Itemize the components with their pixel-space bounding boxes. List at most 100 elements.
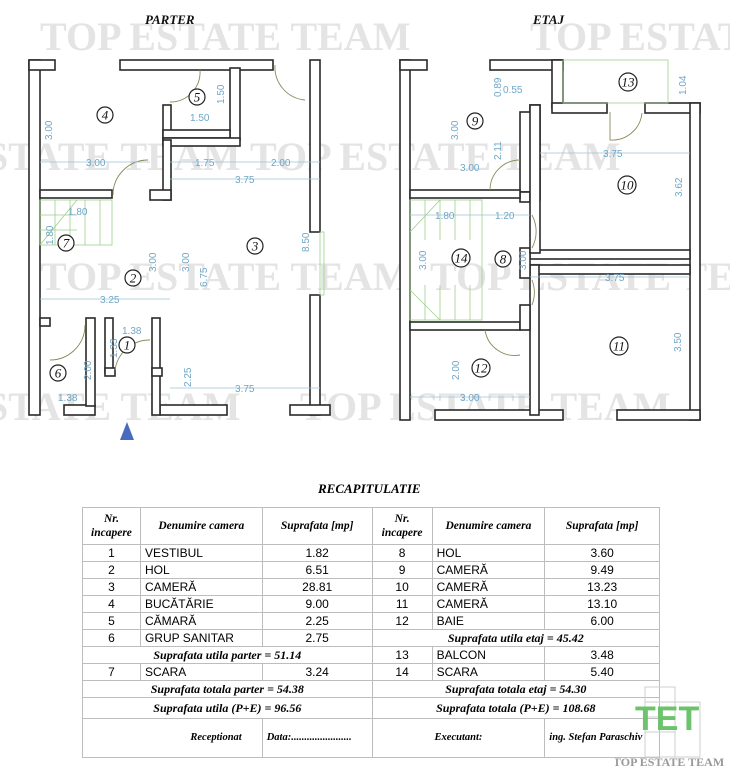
etaj-walls <box>399 59 701 421</box>
date-field: Data:....................... <box>262 718 373 758</box>
room-marker: 2 <box>124 269 142 287</box>
room-marker: 4 <box>96 106 114 124</box>
room-name: VESTIBUL <box>139 544 263 562</box>
room-number: 6 <box>82 629 141 647</box>
svg-text:6: 6 <box>55 366 62 381</box>
receptionat-label: Receptionat <box>82 718 263 758</box>
dimension-label: 2.00 <box>271 158 291 169</box>
etaj-title: ETAJ <box>532 12 565 27</box>
room-area: 3.48 <box>544 646 660 664</box>
dimension-label: 1.20 <box>495 211 515 222</box>
svg-text:TOP ESTATE TEAM: TOP ESTATE TEAM <box>615 755 724 768</box>
watermark: TOP ESTATE TEAM <box>40 254 411 299</box>
parter-walls <box>28 59 331 416</box>
recap-table: Nr. incapere Denumire camera Suprafata [… <box>82 507 661 758</box>
dimension-label: 6.75 <box>199 267 210 287</box>
room-name: CAMERĂ <box>431 561 546 579</box>
signature-row: Receptionat Data:.......................… <box>82 718 660 758</box>
dimension-label: 3.00 <box>460 393 480 404</box>
dimension-label: 1.33 <box>109 338 120 358</box>
dimension-label: 2.00 <box>451 360 462 380</box>
dimension-label: 3.75 <box>603 149 623 160</box>
etaj-room-markers: 8 9 10 11 12 13 14 <box>451 72 638 378</box>
room-number: 8 <box>371 544 433 562</box>
watermark: TOP ESTATE TEAM <box>430 254 730 299</box>
svg-text:1: 1 <box>124 338 131 353</box>
header-nr: Nr. incapere <box>82 507 141 545</box>
room-number: 4 <box>82 595 141 613</box>
room-number: 1 <box>82 544 141 562</box>
watermark: TOP ESTATE TEAM <box>530 14 730 59</box>
parter-stairs <box>39 199 113 246</box>
svg-text:8: 8 <box>500 252 507 267</box>
header-name: Denumire camera <box>431 507 546 545</box>
dimension-label: 1.50 <box>190 113 210 124</box>
parter-dimensions: 3.00 3.00 1.50 1.50 1.75 2.00 3.75 1.80 … <box>40 84 320 404</box>
room-name: BUCĂTĂRIE <box>139 595 263 613</box>
room-number: 12 <box>371 612 433 630</box>
room-name: HOL <box>431 544 546 562</box>
dimension-label: 3.00 <box>418 250 429 270</box>
room-marker: 3 <box>246 237 264 255</box>
room-area: 9.00 <box>261 595 373 613</box>
dimension-label: 0.89 <box>493 77 504 97</box>
room-area: 9.49 <box>544 561 660 579</box>
room-number: 3 <box>82 578 141 596</box>
watermark: TOP ESTATE TEAM <box>250 134 621 179</box>
room-name: BALCON <box>431 646 546 664</box>
room-marker: 9 <box>466 112 484 130</box>
room-name: BAIE <box>431 612 546 630</box>
room-area: 13.23 <box>544 578 660 596</box>
dimension-label: 2.11 <box>493 141 504 160</box>
room-area: 6.51 <box>261 561 373 579</box>
svg-text:4: 4 <box>102 108 109 123</box>
room-name: CAMERĂ <box>139 578 263 596</box>
engineer-name: ing. Stefan Paraschiv <box>544 718 660 758</box>
svg-text:5: 5 <box>194 90 201 105</box>
room-name: CAMERĂ <box>431 578 546 596</box>
room-number: 13 <box>371 646 433 664</box>
room-marker: 14 <box>451 248 471 268</box>
subtotal: Suprafata utila etaj = 45.42 <box>371 629 661 647</box>
room-area: 6.00 <box>544 612 660 630</box>
dimension-label: 3.62 <box>674 177 685 197</box>
dimension-label: 2.25 <box>183 367 194 387</box>
room-marker: 13 <box>618 72 638 92</box>
executant-label: Executant: <box>371 718 546 758</box>
svg-text:10: 10 <box>621 178 635 193</box>
dimension-label: 1.50 <box>216 84 227 104</box>
dimension-label: 3.25 <box>100 295 120 306</box>
table-header-row: Nr. incapere Denumire camera Suprafata [… <box>82 507 660 545</box>
dimension-label: 0.55 <box>503 85 523 96</box>
room-area: 5.40 <box>544 663 660 681</box>
svg-text:12: 12 <box>475 361 489 376</box>
room-marker: 6 <box>49 364 67 382</box>
dimension-label: 1.04 <box>678 75 689 95</box>
room-name: HOL <box>139 561 263 579</box>
room-marker: 5 <box>188 88 206 106</box>
header-name: Denumire camera <box>139 507 263 545</box>
etaj-stairs <box>409 199 483 321</box>
dimension-label: 3.00 <box>44 120 55 140</box>
recap-title: RECAPITULATIE <box>318 481 421 496</box>
top-estate-team-logo: TET TOP ESTATE TEAM <box>615 686 724 768</box>
north-arrow-icon <box>120 422 134 440</box>
dimension-label: 3.00 <box>148 252 159 272</box>
room-marker: 7 <box>57 234 75 252</box>
dimension-label: 1.38 <box>122 326 142 337</box>
subtotal: Suprafata totala etaj = 54.30 <box>371 680 661 698</box>
etaj-dimensions: 0.89 0.55 1.04 3.00 2.11 3.00 3.75 3.62 … <box>410 75 690 404</box>
room-number: 10 <box>371 578 433 596</box>
dimension-label: 1.38 <box>58 393 78 404</box>
room-name: CĂMARĂ <box>139 612 263 630</box>
dimension-label: 1.80 <box>68 207 88 218</box>
room-area: 2.25 <box>261 612 373 630</box>
dimension-label: 3.75 <box>235 384 255 395</box>
